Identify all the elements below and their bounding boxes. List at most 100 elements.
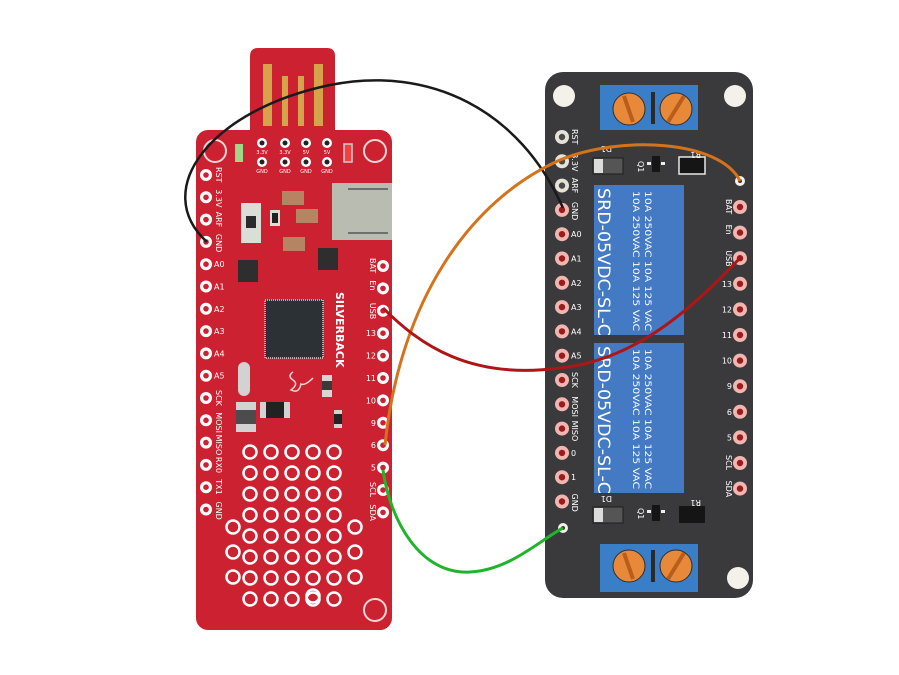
proto-hole — [242, 549, 258, 565]
header-pin-label: 6 — [371, 441, 376, 450]
header-pin-label: USB — [368, 303, 377, 319]
header-pin-hole — [380, 509, 386, 516]
proto-hole — [284, 444, 300, 460]
relay-header-pin-hole — [558, 376, 566, 384]
relay-pin-label: SCK — [570, 372, 579, 389]
proto-hole — [326, 465, 342, 481]
proto-hole — [326, 486, 342, 502]
header-pin-label: 9 — [371, 419, 376, 428]
proto-hole — [284, 549, 300, 565]
header-pin-label: TX1 — [214, 478, 223, 494]
header-pin-label: A5 — [214, 372, 225, 381]
header-pin-label: RST — [214, 167, 223, 183]
proto-hole — [305, 465, 321, 481]
relay-module — [594, 185, 684, 335]
relay-header-pin-hole — [558, 133, 566, 141]
mount-hole — [724, 85, 746, 107]
mount-hole — [553, 85, 575, 107]
relay-header-pin-hole — [736, 203, 744, 211]
proto-hole — [347, 569, 363, 585]
header-pin-hole — [203, 506, 209, 513]
header-pin-hole — [203, 283, 209, 290]
crystal — [238, 362, 250, 396]
microsd-slot-detail — [348, 188, 388, 190]
red-wire[interactable] — [381, 256, 742, 372]
proto-hole — [242, 486, 258, 502]
proto-hole — [284, 570, 300, 586]
header-pin-hole — [203, 372, 209, 379]
proto-hole — [263, 591, 279, 607]
header-pin-label: 12 — [366, 352, 376, 361]
mount-hole — [727, 567, 749, 589]
header-pin-hole — [203, 395, 209, 401]
relay-header-pin-hole — [558, 303, 566, 311]
top-pin-hole — [324, 140, 330, 146]
relay-pin-label: 1 — [571, 473, 576, 482]
relay-pin-label: En — [724, 225, 733, 235]
relay-pin-label: MOSI — [570, 396, 579, 417]
relay-pin-label: GND — [570, 202, 579, 220]
relay-header-pin-hole — [558, 449, 566, 457]
relay-pin-label: 10 — [722, 357, 732, 366]
top-pin-label: 5V — [303, 150, 310, 156]
proto-hole — [263, 528, 279, 544]
relay-pin-label: A0 — [571, 230, 582, 239]
proto-hole — [242, 444, 258, 460]
usb-contact — [298, 76, 304, 126]
led-body — [334, 414, 342, 424]
relay-rating-label: 10A 250VAC 10A 125 VAC — [642, 191, 652, 331]
relay-header-pin-hole — [736, 280, 744, 287]
header-pin-label: GND — [214, 502, 223, 520]
proto-hole — [305, 507, 321, 523]
proto-hole — [305, 588, 321, 604]
header-pin-hole — [380, 285, 386, 292]
relay-header-pin-hole — [558, 474, 566, 481]
header-pin-label: 11 — [366, 374, 376, 383]
top-pin-label: GND — [300, 169, 312, 175]
header-pin-label: 13 — [366, 329, 376, 338]
proto-hole — [284, 486, 300, 502]
relay-header-pin-hole — [558, 182, 566, 189]
proto-hole — [225, 569, 241, 585]
relay-rating-label: 10A 250VAC 10A 125 VAC — [642, 349, 652, 489]
top-pin-hole — [282, 159, 288, 165]
header-pin-hole — [203, 439, 209, 446]
header-pin-label: A1 — [214, 283, 225, 292]
relay-pin-label: 11 — [722, 331, 732, 340]
relay-header-pin-hole — [558, 255, 566, 262]
header-pin-hole — [203, 194, 209, 201]
proto-hole — [326, 591, 342, 607]
wires — [184, 79, 742, 574]
header-pin-hole — [203, 306, 209, 312]
relay-rating-label: 10A 250VAC 10A 125 VAC — [630, 191, 640, 331]
proto-hole — [326, 549, 342, 565]
relay-header-pin-hole — [558, 401, 566, 408]
relay-header-pin-hole — [736, 485, 744, 492]
prototyping-area — [225, 444, 363, 607]
transistor-label: Q1 — [636, 508, 645, 519]
relay-pin-label: 12 — [722, 305, 732, 314]
transistor-q1 — [652, 505, 660, 521]
orange-wire[interactable] — [383, 143, 742, 446]
relay-header-pin-hole — [736, 459, 744, 467]
header-pin-hole — [203, 172, 209, 178]
top-pin-hole — [324, 159, 330, 165]
relay-rating-label: 10A 250VAC 10A 125 VAC — [630, 349, 640, 489]
board-name-label: SILVERBACK — [333, 292, 346, 368]
relay-header-pin-hole — [558, 328, 566, 335]
relay-header-pin-hole — [558, 231, 566, 238]
header-pin-hole — [380, 330, 386, 337]
relay-header-pin-hole — [736, 229, 744, 236]
relay-pin-label: ARF — [570, 178, 579, 194]
top-pin-label: GND — [256, 169, 268, 175]
black-wire[interactable] — [184, 79, 565, 243]
terminal-block-top — [600, 85, 698, 130]
header-pin-label: A4 — [214, 349, 225, 358]
transistor-q1 — [652, 156, 660, 172]
relay-pin-label: 13 — [722, 280, 732, 289]
usb-contact — [314, 64, 323, 126]
squirrel-logo — [289, 371, 314, 392]
relay-pin-label: 6 — [727, 408, 732, 417]
header-pin-hole — [380, 420, 386, 426]
green-wire[interactable] — [381, 469, 564, 574]
